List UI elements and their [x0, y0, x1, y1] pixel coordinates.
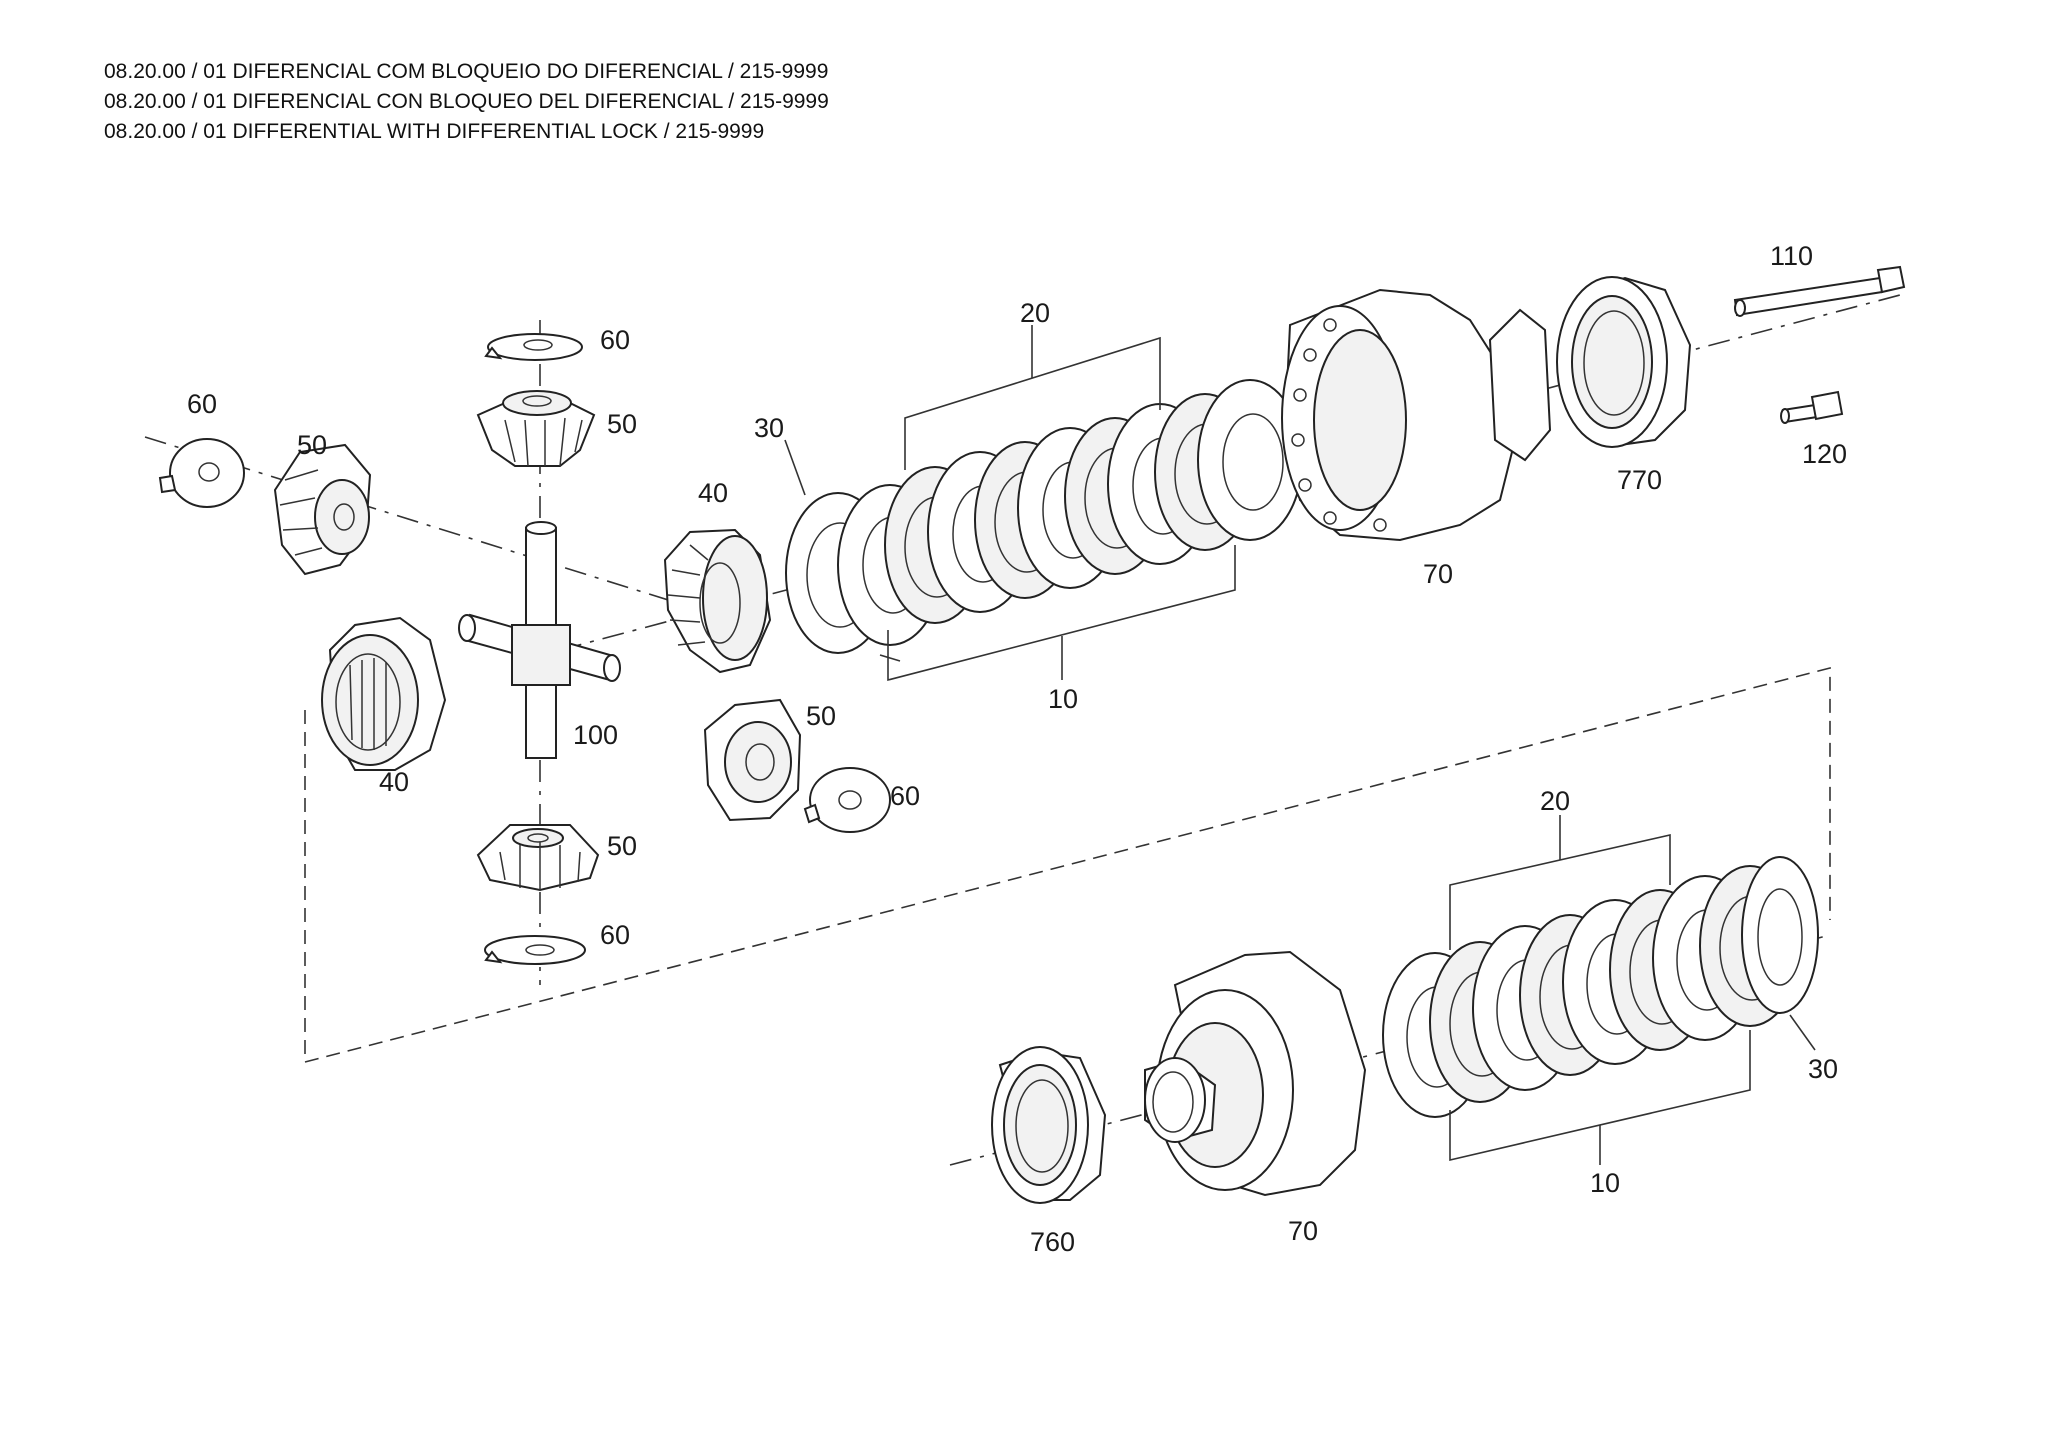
spider-cross: [458, 521, 621, 759]
callout-60-right: 60: [890, 781, 920, 811]
clutch-housing-upper: [1281, 288, 1552, 542]
title-portuguese: 08.20.00 / 01 DIFERENCIAL COM BLOQUEIO D…: [104, 60, 829, 83]
pinion-gear-right: [703, 698, 802, 822]
callout-60-left: 60: [187, 389, 217, 419]
clutch-housing-lower: [1144, 950, 1367, 1197]
callout-50-left: 50: [297, 430, 327, 460]
callout-50-right: 50: [806, 701, 836, 731]
callout-50-top: 50: [607, 409, 637, 439]
title-spanish: 08.20.00 / 01 DIFERENCIAL CON BLOQUEO DE…: [104, 90, 829, 113]
callout-40-lower: 40: [379, 767, 409, 797]
thrust-washer-top: [484, 333, 583, 361]
callout-20-lower: 20: [1540, 786, 1570, 816]
bracket-10-upper: [887, 545, 1236, 682]
callout-10-lower: 10: [1590, 1168, 1620, 1198]
thrust-washer-left: [158, 438, 245, 508]
bolt-120: [1780, 390, 1844, 424]
pinion-gear-left: [273, 443, 372, 576]
thrust-washer-bottom: [484, 935, 586, 965]
thrust-washer-right: [803, 767, 891, 833]
bolt-110: [1733, 265, 1906, 317]
clutch-pack-lower: [1382, 856, 1819, 1118]
callout-100: 100: [573, 720, 618, 750]
callout-10-upper: 10: [1048, 684, 1078, 714]
callout-110: 110: [1770, 241, 1813, 271]
side-gear-lower: [321, 616, 447, 771]
callout-60-bottom: 60: [600, 920, 630, 950]
callout-40-upper: 40: [698, 478, 728, 508]
callout-30-lower: 30: [1808, 1054, 1838, 1084]
diagram-header: 08.20.00 / 01 DIFERENCIAL COM BLOQUEIO D…: [104, 57, 829, 147]
callout-70-upper: 70: [1423, 559, 1453, 589]
bearing-770: [1556, 276, 1692, 448]
callout-70-lower: 70: [1288, 1216, 1318, 1246]
assembly-link-line: [304, 666, 1831, 1064]
callout-20-upper: 20: [1020, 298, 1050, 328]
side-gear-upper: [663, 528, 772, 674]
callout-770: 770: [1617, 465, 1662, 495]
pinion-gear-top: [476, 390, 596, 467]
bearing-760: [991, 1046, 1107, 1204]
callout-50-bottom: 50: [607, 831, 637, 861]
title-english: 08.20.00 / 01 DIFFERENTIAL WITH DIFFEREN…: [104, 120, 765, 143]
callout-120: 120: [1802, 439, 1847, 469]
callout-30-upper: 30: [754, 413, 784, 443]
callout-760: 760: [1030, 1227, 1075, 1257]
pinion-gear-bottom: [476, 824, 600, 892]
clutch-pack-upper: [785, 379, 1303, 654]
callout-60-top: 60: [600, 325, 630, 355]
